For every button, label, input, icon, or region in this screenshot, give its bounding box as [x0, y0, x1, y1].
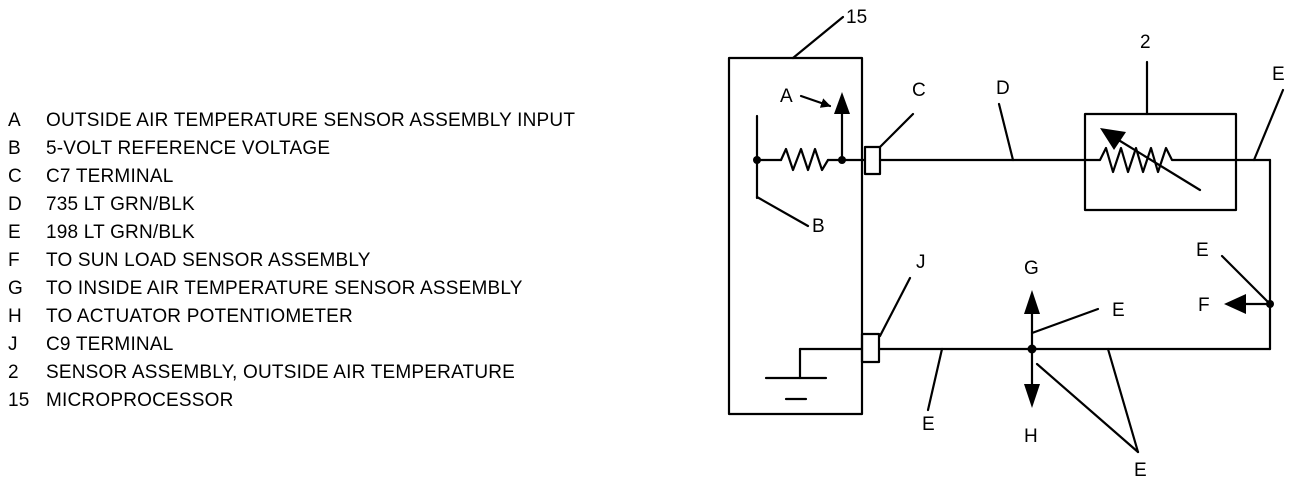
label-e-right: E: [1196, 240, 1209, 261]
arrowhead-h: [1024, 384, 1040, 408]
node-reference: [753, 156, 761, 164]
microprocessor-box: [727, 56, 864, 416]
node-junction: [1027, 344, 1037, 354]
legend-key: G: [8, 278, 23, 299]
arrowhead-f: [1224, 294, 1246, 314]
leader-15: [791, 15, 845, 60]
leader-a: [799, 94, 832, 108]
sensor-assembly-box: [1083, 112, 1238, 212]
leader-b: [755, 195, 810, 228]
legend-text: SENSOR ASSEMBLY, OUTSIDE AIR TEMPERATURE: [46, 362, 516, 383]
label-h: H: [1024, 426, 1038, 447]
legend-row-e: E 198 LT GRN/BLK: [8, 220, 195, 246]
legend-text: TO ACTUATOR POTENTIOMETER: [46, 306, 353, 327]
legend-row-j: J C9 TERMINAL: [8, 332, 174, 358]
legend-key: D: [8, 194, 22, 215]
c7-terminal: [863, 145, 882, 176]
legend-key: H: [8, 306, 22, 327]
label-a: A: [780, 86, 793, 107]
legend-row-a: A OUTSIDE AIR TEMPERATURE SENSOR ASSEMBL…: [8, 108, 575, 134]
leader-c: [878, 112, 915, 149]
legend-key: B: [8, 138, 21, 159]
label-e-bottom: E: [1134, 460, 1147, 481]
arrowhead-a: [834, 92, 850, 114]
legend-key: E: [8, 222, 21, 243]
leader-e-bottom-wire: [926, 347, 944, 412]
leader-e-top-right: [1252, 88, 1285, 162]
legend-text: 198 LT GRN/BLK: [46, 222, 195, 243]
legend-row-15: 15 MICROPROCESSOR: [8, 388, 234, 414]
legend-text: TO SUN LOAD SENSOR ASSEMBLY: [46, 250, 371, 271]
c9-terminal: [860, 332, 881, 364]
node-a: [838, 156, 846, 164]
thermistor-arrow-shaft: [1110, 134, 1202, 192]
legend-text: MICROPROCESSOR: [46, 390, 234, 411]
legend-key: C: [8, 166, 22, 187]
legend-row-g: G TO INSIDE AIR TEMPERATURE SENSOR ASSEM…: [8, 276, 523, 302]
leader-e-junction: [1030, 307, 1100, 335]
label-e-junction: E: [1112, 300, 1125, 321]
node-f: [1266, 300, 1274, 308]
thermistor: [1083, 146, 1238, 174]
label-f: F: [1198, 295, 1210, 316]
internal-resistor: [779, 147, 830, 172]
leader-j: [878, 276, 912, 338]
legend-row-d: D 735 LT GRN/BLK: [8, 192, 195, 218]
label-d: D: [996, 78, 1010, 99]
label-c: C: [912, 80, 926, 101]
leader-e-bottom-left: [1035, 362, 1140, 454]
legend-key: A: [8, 110, 21, 131]
leader-e-right: [1220, 254, 1272, 306]
arrowhead-thermistor: [1100, 128, 1126, 150]
label-e-bottom-wire: E: [922, 414, 935, 435]
legend-text: TO INSIDE AIR TEMPERATURE SENSOR ASSEMBL…: [46, 278, 523, 299]
leader-d: [997, 102, 1015, 162]
label-e-top-right: E: [1272, 64, 1285, 85]
legend-row-b: B 5-VOLT REFERENCE VOLTAGE: [8, 136, 330, 162]
label-2: 2: [1140, 32, 1151, 53]
legend-row-f: F TO SUN LOAD SENSOR ASSEMBLY: [8, 248, 371, 274]
leader-e-bottom-right: [1106, 347, 1140, 454]
legend-key: 2: [8, 362, 19, 383]
legend-key: 15: [8, 390, 30, 411]
legend-text: OUTSIDE AIR TEMPERATURE SENSOR ASSEMBLY …: [46, 110, 576, 131]
label-j: J: [916, 252, 926, 273]
legend-key: J: [8, 334, 18, 355]
legend-row-2: 2 SENSOR ASSEMBLY, OUTSIDE AIR TEMPERATU…: [8, 360, 515, 386]
legend-text: 5-VOLT REFERENCE VOLTAGE: [46, 138, 331, 159]
legend-row-c: C C7 TERMINAL: [8, 164, 174, 190]
legend-key: F: [8, 250, 20, 271]
legend-text: 735 LT GRN/BLK: [46, 194, 195, 215]
legend: A OUTSIDE AIR TEMPERATURE SENSOR ASSEMBL…: [8, 108, 575, 414]
label-g: G: [1024, 258, 1039, 279]
legend-row-h: H TO ACTUATOR POTENTIOMETER: [8, 304, 353, 330]
label-15: 15: [846, 7, 867, 28]
label-b: B: [812, 216, 825, 237]
legend-text: C9 TERMINAL: [46, 334, 174, 355]
arrowhead-g: [1024, 290, 1040, 314]
legend-text: C7 TERMINAL: [46, 166, 174, 187]
